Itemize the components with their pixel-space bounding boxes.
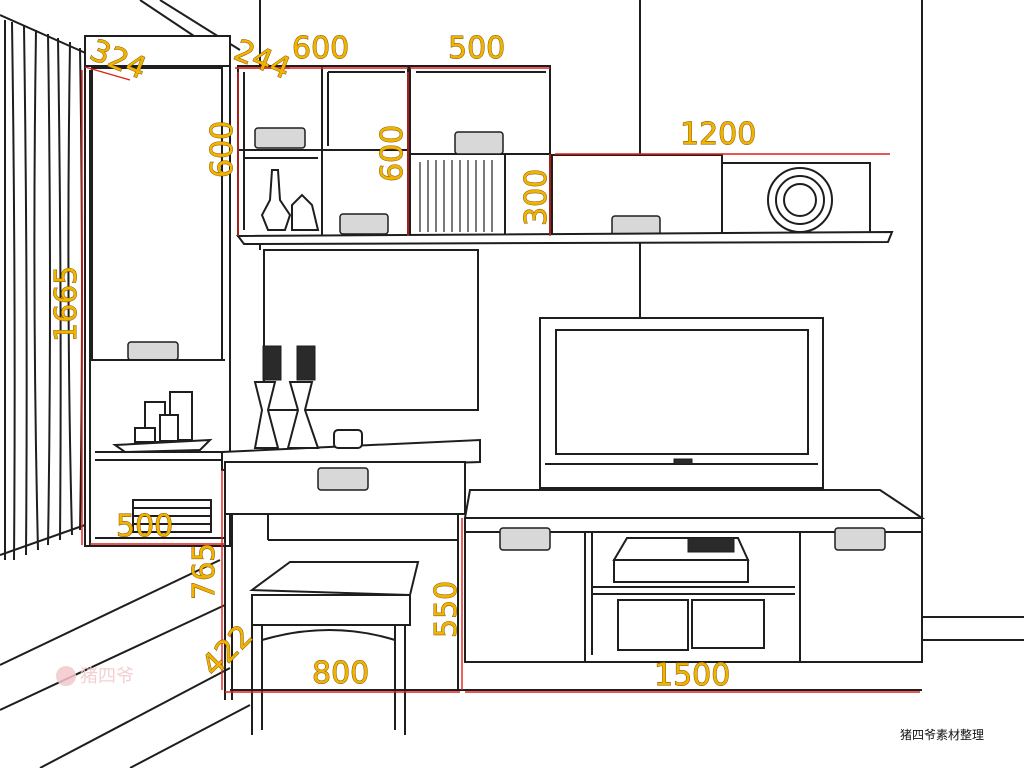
watermark-logo: 猪四爷	[56, 666, 134, 687]
dim-upper-shelf-width-b: 500	[448, 31, 505, 66]
dim-desk-depth: 422	[195, 618, 260, 683]
dim-cabinet-height: 300	[519, 169, 554, 226]
tv-cabinet	[463, 489, 926, 663]
watermark-text: 猪四爷	[80, 666, 134, 687]
dim-wardrobe-height: 1665	[49, 266, 84, 342]
dim-upper-shelf-width-a: 600	[292, 31, 349, 66]
vanity-desk	[221, 345, 481, 700]
television	[539, 317, 824, 513]
upper-shelves-left	[237, 65, 409, 237]
caption: 猪四爷素材整理	[900, 728, 985, 742]
wardrobe	[84, 35, 231, 547]
dimension-lines	[81, 66, 920, 693]
wall-shelf-right	[236, 154, 894, 246]
upper-cabinet-middle	[409, 65, 551, 239]
dim-wall-shelf-width: 1200	[680, 117, 756, 152]
dim-desk-width: 800	[312, 656, 369, 691]
dim-tv-cabinet-width: 1500	[654, 658, 730, 693]
dim-desk-height: 765	[187, 543, 222, 600]
dim-upper-shelf-height-a: 600	[205, 121, 240, 178]
dim-upper-shelf-height-b: 600	[375, 125, 410, 182]
dim-side-shelf-width: 500	[116, 509, 173, 544]
stool	[249, 561, 420, 735]
dim-tv-cabinet-height: 550	[429, 581, 464, 638]
